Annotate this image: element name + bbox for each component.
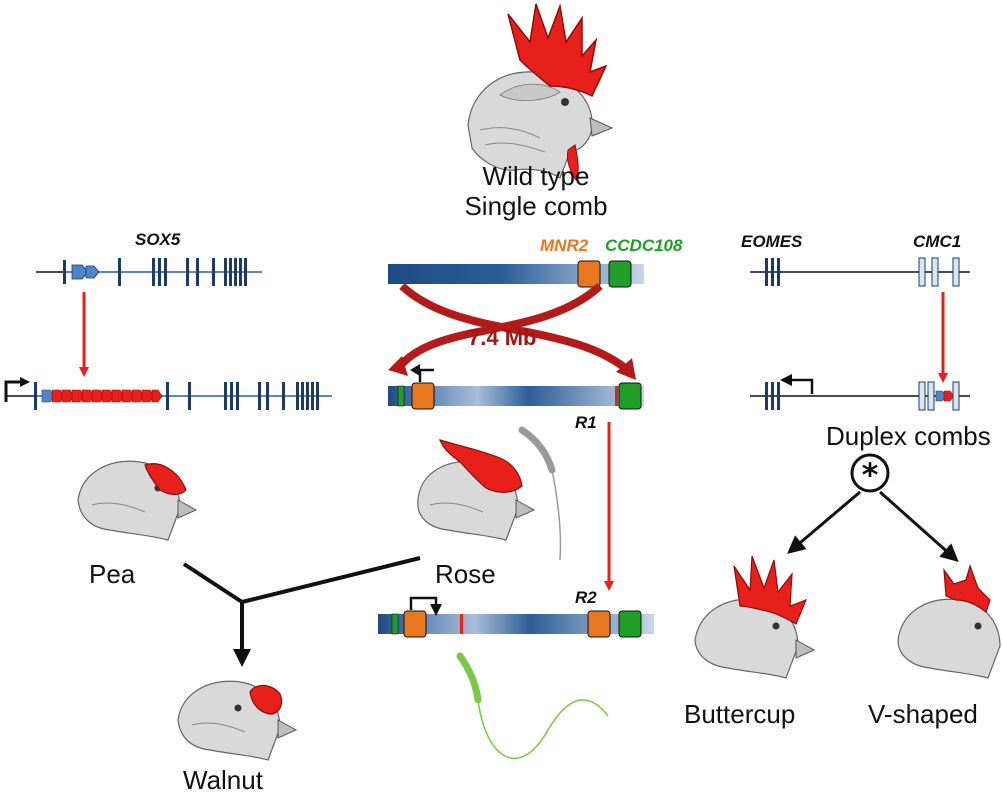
sox5-gene-label: SOX5 [135, 230, 181, 249]
rose-label: Rose [435, 559, 496, 589]
wild-type-chromosome [388, 260, 644, 288]
sox5-wildtype-locus [36, 258, 262, 286]
to-vshaped-arrow [879, 490, 959, 562]
modifier-asterisk-icon: * [850, 453, 890, 494]
rose-chicken-illustration [417, 439, 536, 541]
svg-text:*: * [862, 456, 879, 494]
vshaped-label: V-shaped [868, 699, 978, 729]
inversion-arrows [388, 283, 636, 380]
r2-sperm-illustration [456, 652, 609, 760]
wild-type-label: Wild type Single comb [464, 161, 608, 222]
wild-type-label-line2: Single comb [464, 190, 608, 221]
eomes-gene-label: EOMES [741, 232, 803, 251]
ccdc108-gene-label: CCDC108 [605, 236, 683, 255]
walnut-chicken-illustration [177, 680, 298, 761]
pea-chicken-illustration [77, 460, 198, 541]
wild-type-chicken-illustration [467, 3, 614, 182]
r1-label: R1 [575, 413, 597, 432]
inversion-size-label: 7.4 Mb [468, 325, 537, 350]
r1-sperm-illustration [518, 426, 562, 561]
walnut-label: Walnut [183, 765, 263, 795]
r2-chromosome [378, 596, 654, 638]
mnr2-gene-label: MNR2 [540, 236, 589, 255]
pea-rose-cross-lines [182, 556, 421, 667]
r1-chromosome [388, 364, 644, 410]
cmc1-gene-label: CMC1 [913, 232, 962, 251]
cmc1-duplex-locus [750, 374, 970, 411]
buttercup-chicken-illustration [694, 555, 816, 679]
pea-label: Pea [89, 559, 136, 589]
wild-type-label-line1: Wild type [482, 161, 590, 191]
to-buttercup-arrow [787, 490, 861, 554]
duplex-combs-label: Duplex combs [826, 421, 991, 451]
buttercup-label: Buttercup [684, 699, 796, 729]
sox5-pea-locus [4, 377, 332, 410]
v-shaped-chicken-illustration [897, 564, 1001, 679]
cmc1-wildtype-locus [750, 257, 970, 287]
r2-label: R2 [575, 588, 597, 607]
